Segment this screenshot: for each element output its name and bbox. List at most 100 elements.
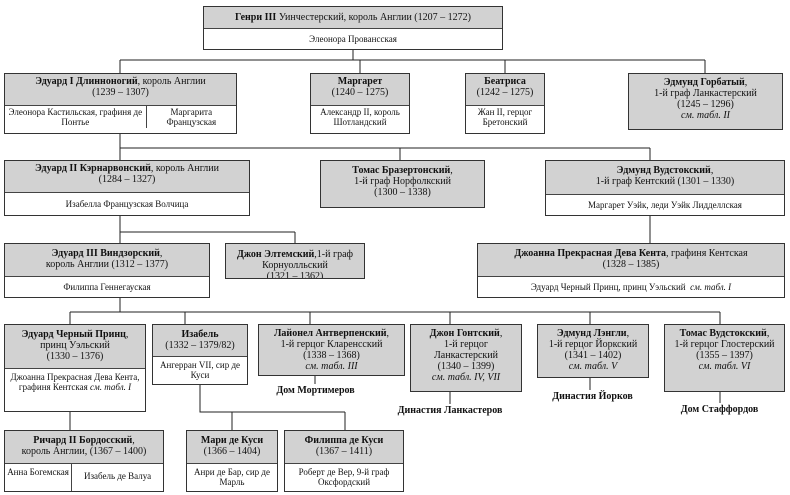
person-edmund-langley: Эдмунд Лэнгли, 1-й герцог Йоркский (1341… [537,324,649,378]
edward2-name: Эдуард II Кэрнарвонский [34,163,151,174]
john-gaunt-ref: см. табл. IV, VII [431,372,501,383]
edmund-crouchback-name: Эдмунд Горбатый [663,77,745,88]
john-gaunt-name: Джон Гонтский [429,328,500,339]
isabel-dates: (1332 – 1379/82) [165,340,235,351]
person-beatrice: Беатриса (1242 – 1275) Жан II, герцог Бр… [465,73,545,134]
lionel-ref: см. табл. III [305,361,358,372]
edward3-subtitle: король Англии (1312 – 1377) [45,259,169,270]
edmund-langley-dates: (1341 – 1402) [564,350,622,361]
philippa-coucy-name: Филиппа де Куси [304,435,384,446]
joan-kent-title: , графиня Кентская [665,248,748,259]
marie-coucy-dates: (1366 – 1404) [203,446,261,457]
marie-coucy-name: Мари де Куси [200,435,264,446]
john-eltham-title: ,1-й граф Корнуолльский [262,249,353,271]
edmund-langley-ref: см. табл. V [568,361,618,372]
edward1-spouse-2: Маргарита Французская [145,106,236,128]
richard2-subtitle: король Англии, (1367 – 1400) [21,446,147,457]
black-prince-name: Эдуард Черный Принц [21,329,126,340]
beatrice-dates: (1242 – 1275) [476,87,534,98]
margaret-name: Маргарет [337,76,383,87]
connector-isabel-children [199,385,346,430]
edmund-woodstock-subtitle: 1-й граф Кентский (1301 – 1330) [595,176,735,187]
margaret-dates: (1240 – 1275) [331,87,389,98]
black-prince-dates: (1330 – 1376) [46,351,104,362]
thomas-woodstock-ref: см. табл. VI [698,361,751,372]
connector-edward3-children [69,298,721,324]
john-gaunt-title: , [499,328,503,339]
richard2-spouse-2: Изабель де Валуа [71,464,163,491]
person-black-prince: Эдуард Черный Принц, принц Уэльский (133… [4,324,146,412]
dynasty-mortimer: Дом Мортимеров [276,385,355,396]
connector-edward2-children [119,216,296,243]
person-edward-ii: Эдуард II Кэрнарвонский, король Англии (… [4,160,250,216]
john-gaunt-subtitle: 1-й герцог Ланкастерский [434,339,498,361]
richard2-title: , [132,435,135,446]
edward3-spouse: Филиппа Геннегауская [63,282,151,292]
thomas-woodstock-title: , [766,328,770,339]
edward3-title: , [159,248,163,259]
connector-edward1-children [119,134,651,160]
thomas-brotherton-subtitle: 1-й граф Норфолкский [354,176,451,187]
person-margaret: Маргарет (1240 – 1275) Александр II, кор… [310,73,410,134]
edward1-name: Эдуард I Длинноногий [35,76,138,87]
edward1-dates: (1239 – 1307) [92,87,149,98]
joan-kent-spouse: Эдуард Черный Принц, принц Уэльский [530,282,686,292]
thomas-brotherton-dates: (1300 – 1338) [374,187,431,198]
black-prince-title: , [125,329,129,340]
joan-kent-ref: см. табл. I [690,282,732,292]
thomas-woodstock-subtitle: 1-й герцог Глостерский [674,339,775,350]
person-edmund-woodstock: Эдмунд Вудстокский, 1-й граф Кентский (1… [545,160,785,216]
john-eltham-name: Джон Элтемский [237,249,315,260]
philippa-coucy-dates: (1367 – 1411) [315,446,373,457]
philippa-coucy-spouse: Роберт де Вер, 9-й граф Оксфордский [298,467,390,487]
edmund-crouchback-subtitle: 1-й граф Ланкастерский [654,88,757,99]
thomas-brotherton-title: , [450,165,453,176]
black-prince-spouse: Джоанна Прекрасная Дева Кента, графиня К… [10,372,140,392]
thomas-brotherton-name: Томас Бразертонский [352,165,451,176]
person-joan-of-kent: Джоанна Прекрасная Дева Кента, графиня К… [477,243,785,298]
lionel-title: , [386,328,390,339]
henry3-spouse: Элеонора Провансская [309,34,397,44]
person-edward-i: Эдуард I Длинноногий, король Англии (123… [4,73,237,134]
lionel-subtitle: 1-й герцог Кларенсский [280,339,383,350]
marie-coucy-spouse: Анри де Бар, сир де Марль [193,467,270,487]
edmund-crouchback-ref: см. табл. II [681,110,730,121]
person-richard-ii: Ричард II Бордосский, король Англии, (13… [4,430,164,492]
edward2-spouse: Изабелла Французская Волчица [65,199,189,209]
henry3-title: Уинчестерский, король Англии (1207 – 127… [276,12,471,23]
henry3-name: Генри III [235,12,277,23]
edward1-title: , король Англии [137,76,206,87]
richard2-name: Ричард II Бордосский [33,435,133,446]
black-prince-subtitle: принц Уэльский [40,340,110,351]
black-prince-ref: см. табл. I [90,382,132,392]
person-philippa-de-coucy: Филиппа де Куси (1367 – 1411) Роберт де … [284,430,404,492]
edmund-crouchback-title: , [744,77,748,88]
edmund-woodstock-title: , [710,165,714,176]
edmund-langley-subtitle: 1-й герцог Йоркский [548,339,638,350]
joan-kent-name: Джоанна Прекрасная Дева Кента [514,248,666,259]
person-lionel: Лайонел Антверпенский, 1-й герцог Кларен… [258,324,405,376]
edward1-spouse-1: Элеонора Кастильская, графиня де Понтье [8,107,143,127]
person-john-eltham: Джон Элтемский,1-й граф Корнуолльский (1… [225,243,365,279]
person-marie-de-coucy: Мари де Куси (1366 – 1404) Анри де Бар, … [186,430,278,492]
person-edmund-crouchback: Эдмунд Горбатый, 1-й граф Ланкастерский … [628,73,783,130]
john-gaunt-dates: (1340 – 1399) [437,361,495,372]
isabel-spouse: Ангерран VII, сир де Куси [159,360,241,380]
isabel-name: Изабель [181,329,219,340]
thomas-woodstock-dates: (1355 – 1397) [696,350,753,361]
lionel-name: Лайонел Антверпенский [273,328,387,339]
dynasty-york: Династия Йорков [552,391,633,402]
edmund-langley-name: Эдмунд Лэнгли [556,328,627,339]
edward3-name: Эдуард III Виндзорский [51,248,160,259]
person-john-of-gaunt: Джон Гонтский, 1-й герцог Ланкастерский … [410,324,522,392]
connector-henry3-children [119,50,706,73]
margaret-spouse: Александр II, король Шотландский [320,107,400,127]
thomas-woodstock-name: Томас Вудстокский [679,328,767,339]
person-isabel: Изабель (1332 – 1379/82) Ангерран VII, с… [152,324,248,385]
person-henry-iii: Генри III Уинчестерский, король Англии (… [203,6,503,50]
edward2-title: , король Англии [150,163,219,174]
edmund-crouchback-dates: (1245 – 1296) [677,99,734,110]
dynasty-stafford: Дом Стаффордов [680,404,759,415]
